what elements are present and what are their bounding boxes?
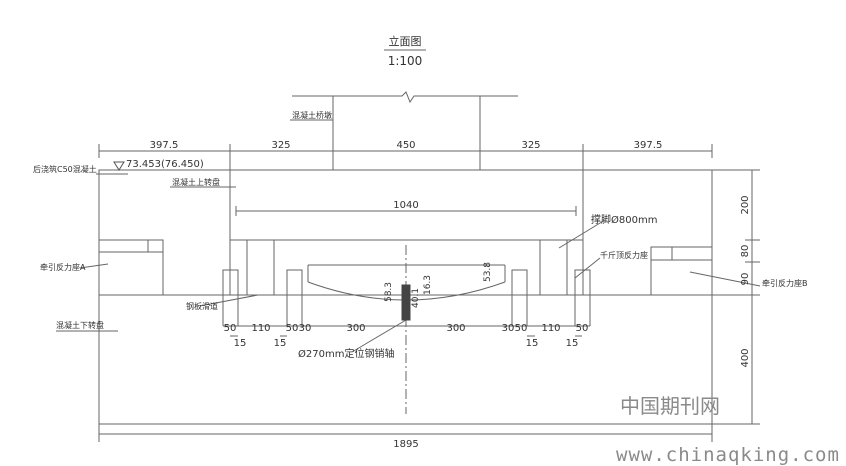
label-tower: 混凝土桥墩 <box>292 110 332 120</box>
watermark-cn: 中国期刊网 <box>620 394 720 418</box>
bottom-dim-7: 50 <box>515 323 528 334</box>
label-pier: 撑脚Ø800mm <box>591 213 657 226</box>
label-jack-b: 牵引反力座B <box>762 278 808 288</box>
bottom-dim-5: 300 <box>446 323 465 334</box>
center-dims: 53.8 58.3 40.1 16.3 <box>384 262 493 308</box>
right-dim-3: 400 <box>740 348 751 367</box>
bottom-dim2-2: 15 <box>526 338 539 349</box>
top-dim-2: 450 <box>396 140 415 151</box>
right-dim-1: 80 <box>740 245 751 258</box>
right-dims: 200 80 90 400 <box>740 195 751 367</box>
bottom-dim-1: 110 <box>251 323 270 334</box>
bottom-dim-8: 110 <box>541 323 560 334</box>
bottom-dim2-0: 15 <box>234 338 247 349</box>
label-elevation: 73.453(76.450) <box>126 159 204 170</box>
watermark-url: www.chinaqking.com <box>616 444 840 466</box>
reaction-seat-a <box>99 239 164 295</box>
pivot-pin <box>401 284 411 321</box>
top-dim-0: 397.5 <box>150 140 179 151</box>
block-left-outer <box>222 269 239 296</box>
block-right-outer <box>574 269 591 296</box>
bottom-dim-3: 30 <box>299 323 312 334</box>
block-right-inner <box>511 269 528 296</box>
pier-left <box>246 239 275 296</box>
reaction-seat-b <box>650 246 712 295</box>
right-dim-2: 90 <box>740 273 751 286</box>
label-lower-block: 混凝土下转盘 <box>56 320 104 330</box>
top-dim-1: 325 <box>271 140 290 151</box>
inner-dim: 1040 <box>393 200 418 211</box>
bottom-dim2-3: 15 <box>566 338 579 349</box>
top-dims: 397.5 325 450 325 397.5 <box>150 140 663 151</box>
center-dim-2: 40.1 <box>411 288 421 308</box>
scale: 1:100 <box>388 54 423 68</box>
bottom-dims-row1: 50 110 50 30 300 300 30 50 110 50 <box>224 323 589 334</box>
label-concrete-grade: 后浇筑C50混凝土 <box>33 164 97 174</box>
label-upper-block: 混凝土上转盘 <box>172 177 220 187</box>
break-line <box>292 91 518 104</box>
center-dim-1: 58.3 <box>384 282 394 302</box>
top-dim-3: 325 <box>521 140 540 151</box>
title: 立面图 <box>389 34 422 48</box>
bottom-dim-2: 50 <box>286 323 299 334</box>
bottom-dims-row2: 15 15 15 15 <box>234 338 579 349</box>
label-limit: 千斤顶反力座 <box>600 250 648 260</box>
total-dim: 1895 <box>393 439 418 450</box>
bottom-dim-9: 50 <box>576 323 589 334</box>
center-dim-0: 53.8 <box>483 262 493 282</box>
elevation-marker <box>113 161 125 171</box>
bottom-dim-0: 50 <box>224 323 237 334</box>
center-dim-3: 16.3 <box>423 275 433 295</box>
top-dim-ticks <box>98 144 713 240</box>
label-pivot: Ø270mm定位钢销轴 <box>298 347 394 360</box>
bottom-dim-4: 300 <box>346 323 365 334</box>
label-jack-a: 牵引反力座A <box>40 262 86 272</box>
block-left-inner <box>286 269 303 296</box>
bottom-dim-6: 30 <box>502 323 515 334</box>
bottom-dim2-1: 15 <box>274 338 287 349</box>
top-dim-4: 397.5 <box>634 140 663 151</box>
label-slide: 钢板滑道 <box>186 301 218 311</box>
annotations: 混凝土桥墩 后浇筑C50混凝土 73.453(76.450) 混凝土上转盘 撑脚… <box>33 110 808 360</box>
pier-right <box>539 239 568 296</box>
right-dim-0: 200 <box>740 195 751 214</box>
